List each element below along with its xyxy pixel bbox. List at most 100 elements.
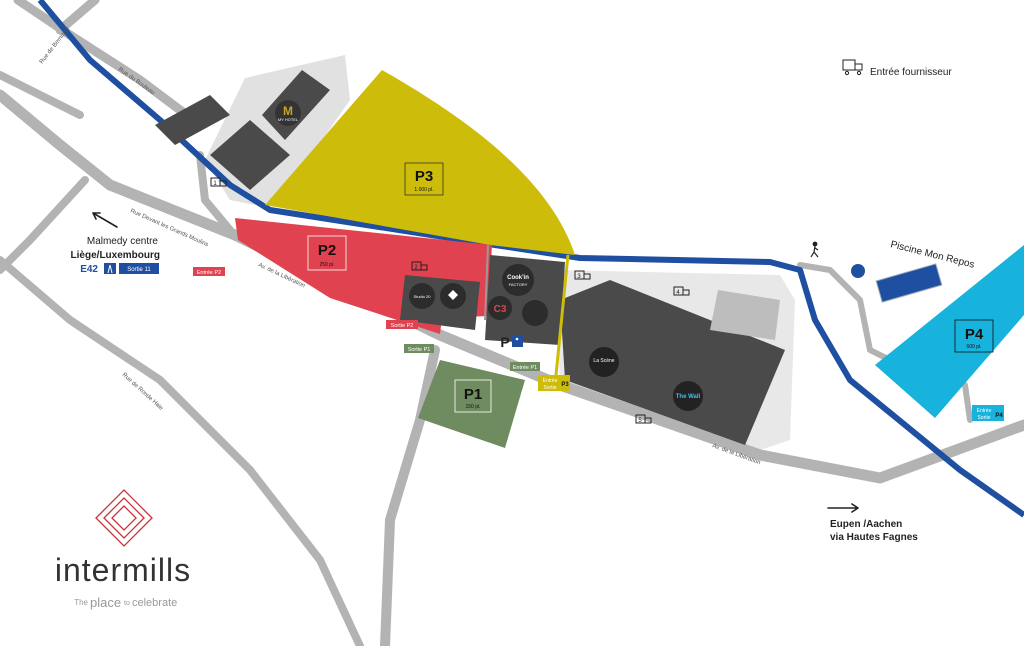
main-building-b (560, 280, 785, 445)
p2-label-box (307, 235, 347, 271)
marker-number-2: 2 (414, 265, 418, 271)
wall-text: The Wall (676, 394, 701, 400)
truck-icon (673, 286, 690, 296)
hotel-logo-text: MY HOTEL (278, 117, 299, 122)
road-north-spur (55, 0, 100, 35)
tag-entree-p2-text: Entrée P2 (197, 270, 221, 276)
hotel-logo-m: M (283, 104, 293, 118)
tag-p3-entree-text: Entrée (543, 378, 558, 384)
studio-logo (409, 283, 435, 309)
road-south (380, 345, 440, 646)
brand-tagline-to: to (124, 600, 130, 607)
motorway-label: E42 (80, 264, 98, 275)
venue-c3-logo (488, 296, 512, 320)
truck-icon (210, 177, 227, 187)
p3-access-line (554, 254, 570, 376)
p1-name: P1 (464, 386, 482, 403)
tag-p4-sortie-text: Sortie (977, 415, 990, 421)
pedestrian-icon (810, 241, 819, 258)
pool (875, 263, 943, 303)
brand-tagline-celebrate: celebrate (132, 597, 177, 609)
tag-sortie-p2-text: Sortie P2 (391, 323, 414, 329)
brand-tagline-the: The (74, 598, 88, 607)
road-rue-bernister (13, 0, 205, 130)
brand-tagline-place: place (90, 595, 121, 610)
wheelchair-icon-head (515, 337, 519, 341)
west-direction-line2: Liège/Luxembourg (71, 250, 160, 261)
west-direction-line1: Malmedy centre (87, 236, 159, 247)
marker-number-4: 4 (676, 290, 680, 296)
cookin-text: Cook'in (507, 275, 529, 281)
p2-capacity: 250 pl. (319, 262, 334, 268)
road-rue-ronde (0, 256, 364, 646)
studio-text: Studio 20 (414, 294, 432, 299)
p1-label-box (454, 379, 492, 413)
scene-logo (589, 347, 619, 377)
p3-label-box (404, 162, 444, 196)
road-main-west (0, 89, 1024, 484)
marker-number-5: 5 (638, 418, 642, 424)
p2-name: P2 (318, 242, 336, 259)
tag-entree-p1-text: Entrée P1 (513, 365, 537, 371)
venue-n-logo (522, 300, 548, 326)
wheelchair-icon (512, 336, 523, 347)
p2-divider (484, 244, 489, 321)
p4-name: P4 (965, 326, 984, 343)
lot-p1 (418, 360, 525, 448)
road-pool (797, 262, 913, 373)
factory-text: FACTORY (509, 282, 528, 287)
arrow-west-icon (92, 212, 118, 228)
tag-entree-sortie-p4 (972, 405, 1004, 421)
road-west-branch (0, 176, 89, 274)
river (37, 0, 1024, 518)
road-hotel-loop (196, 151, 234, 234)
truck-icon (574, 270, 591, 280)
venue-logos (275, 100, 703, 411)
brand-logo-mark (95, 489, 153, 547)
tag-sortie-p1-text: Sortie P1 (408, 347, 431, 353)
tag-p3-number-text: P3 (561, 382, 569, 388)
supplier-entrance-label: Entrée fournisseur (870, 67, 952, 78)
p3-capacity: 1.000 pl. (414, 187, 433, 193)
scene-text: La Scène (593, 358, 614, 364)
truck-icon (635, 414, 652, 424)
hotel-logo (275, 100, 301, 126)
motorway-icon (104, 263, 116, 274)
exit-badge (119, 263, 159, 274)
tag-entree-sortie-p3 (538, 375, 570, 391)
p1-capacity: 150 pl. (465, 404, 480, 410)
marker-number-3: 3 (577, 274, 581, 280)
brand-name: intermills (55, 552, 191, 588)
p4-capacity: 600 pl. (966, 344, 981, 350)
p3-name: P3 (415, 168, 433, 185)
truck-icon (411, 261, 428, 271)
east-direction-line1: Eupen /Aachen (830, 519, 902, 530)
truck-icon (842, 59, 863, 76)
diamond-icon (448, 290, 458, 300)
p4-label-box (954, 319, 994, 353)
tag-sortie-p1 (404, 344, 434, 353)
tag-p4-entree-text: Entrée (977, 408, 992, 414)
west-building (155, 95, 230, 145)
hotel-wing (210, 120, 290, 190)
tag-sortie-p2 (386, 320, 418, 329)
road-p4 (962, 382, 973, 423)
marker-number-1: 1 (213, 181, 217, 187)
east-direction-line2: via Hautes Fagnes (830, 532, 918, 543)
tag-p4-number-text: P4 (995, 413, 1003, 419)
tag-p3-sortie-text: Sortie (543, 385, 556, 391)
lot-p4 (875, 245, 1024, 418)
pool-circle (851, 264, 865, 278)
parking-symbol: P (500, 334, 509, 350)
cookin-logo (502, 264, 534, 296)
lot-p3 (265, 70, 575, 255)
c3-text: C3 (494, 304, 507, 315)
exit-label: Sortie 11 (127, 267, 151, 273)
wall-logo (673, 381, 703, 411)
courtyard (710, 290, 780, 340)
road-label-bernister: Rue de Bernister (39, 26, 71, 65)
arrow-east-icon (827, 503, 859, 513)
